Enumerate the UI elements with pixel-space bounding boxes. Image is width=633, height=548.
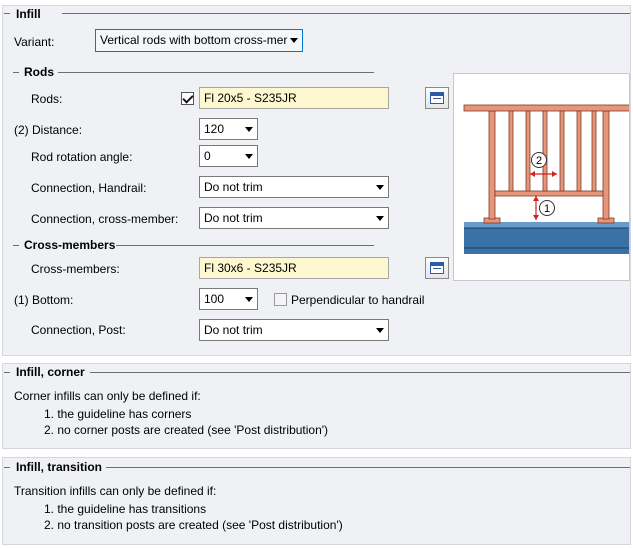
corner-line-left xyxy=(4,372,10,373)
chevron-down-icon xyxy=(245,297,253,302)
cross-profile-field[interactable]: Fl 30x6 - S235JR xyxy=(199,257,389,279)
distance-marker xyxy=(531,152,547,168)
conn-handrail-value: Do not trim xyxy=(204,180,263,194)
rods-line-left xyxy=(13,72,19,73)
infill-title-line-left xyxy=(4,13,10,14)
distance-marker-text: 2 xyxy=(536,155,542,167)
chevron-down-icon xyxy=(376,216,384,221)
corner-line xyxy=(90,372,630,373)
transition-item-1: 1. the guideline has transitions xyxy=(44,502,207,516)
rods-catalog-button[interactable] xyxy=(425,87,449,109)
cross-line-left xyxy=(13,245,19,246)
conn-post-label: Connection, Post: xyxy=(31,323,126,337)
cross-line xyxy=(116,245,374,246)
bottom-label: (1) Bottom: xyxy=(14,293,74,307)
post-left xyxy=(488,110,496,220)
distance-value: 120 xyxy=(204,122,225,136)
rods-label: Rods: xyxy=(31,92,63,106)
variant-dropdown-value: Vertical rods with bottom cross-mer xyxy=(100,33,288,47)
transition-panel xyxy=(2,457,631,545)
conn-cross-value: Do not trim xyxy=(204,211,263,225)
infill-title-line xyxy=(62,13,630,14)
railing-preview-drawing: 2 1 xyxy=(463,104,629,254)
bottom-marker xyxy=(539,200,555,216)
cross-section-title: Cross-members xyxy=(24,238,116,252)
chevron-down-icon xyxy=(245,127,253,132)
catalog-icon xyxy=(430,92,444,104)
conn-post-value: Do not trim xyxy=(204,323,263,337)
chevron-down-icon xyxy=(245,154,253,159)
chevron-down-icon xyxy=(376,185,384,190)
corner-item-2: 2. no corner posts are created (see 'Pos… xyxy=(44,423,329,437)
bottom-combo[interactable]: 100 xyxy=(199,288,258,310)
rods-section-title: Rods xyxy=(24,65,54,79)
vertical-rods xyxy=(508,110,597,192)
conn-handrail-dropdown[interactable]: Do not trim xyxy=(199,176,389,198)
chevron-down-icon xyxy=(376,328,384,333)
rods-checkbox[interactable] xyxy=(181,92,194,105)
distance-combo[interactable]: 120 xyxy=(199,118,258,140)
bottom-cross-member xyxy=(494,190,604,197)
transition-intro-text: Transition infills can only be defined i… xyxy=(14,484,217,498)
rotation-label: Rod rotation angle: xyxy=(31,150,133,164)
handrail xyxy=(463,104,629,112)
post-right xyxy=(602,110,610,220)
corner-section-title: Infill, corner xyxy=(16,365,85,379)
cross-members-label: Cross-members: xyxy=(31,262,120,276)
transition-line-left xyxy=(4,467,10,468)
bottom-marker-text: 1 xyxy=(544,203,550,215)
corner-panel xyxy=(2,363,631,449)
transition-section-title: Infill, transition xyxy=(16,460,102,474)
floor-slab-top xyxy=(464,222,629,228)
corner-item-1: 1. the guideline has corners xyxy=(44,407,192,421)
rods-line xyxy=(58,72,374,73)
perpendicular-label[interactable]: Perpendicular to handrail xyxy=(291,293,425,307)
perpendicular-checkbox[interactable] xyxy=(274,293,287,306)
rods-profile-field[interactable]: Fl 20x5 - S235JR xyxy=(199,87,389,109)
variant-dropdown[interactable]: Vertical rods with bottom cross-mer xyxy=(95,29,303,52)
cross-catalog-button[interactable] xyxy=(425,257,449,279)
conn-handrail-label: Connection, Handrail: xyxy=(31,181,147,195)
bottom-value: 100 xyxy=(204,292,225,306)
catalog-icon xyxy=(430,262,444,274)
rotation-combo[interactable]: 0 xyxy=(199,145,258,167)
rotation-value: 0 xyxy=(204,149,211,163)
conn-cross-dropdown[interactable]: Do not trim xyxy=(199,207,389,229)
corner-intro-text: Corner infills can only be defined if: xyxy=(14,389,201,403)
conn-cross-label: Connection, cross-member: xyxy=(31,212,179,226)
distance-label: (2) Distance: xyxy=(14,123,83,137)
infill-section-title: Infill xyxy=(16,7,41,21)
variant-label: Variant: xyxy=(14,35,55,49)
transition-item-2: 2. no transition posts are created (see … xyxy=(44,518,343,532)
transition-line xyxy=(106,467,630,468)
infill-preview-image: 2 1 xyxy=(453,73,630,281)
chevron-down-icon xyxy=(290,38,298,43)
conn-post-dropdown[interactable]: Do not trim xyxy=(199,319,389,341)
